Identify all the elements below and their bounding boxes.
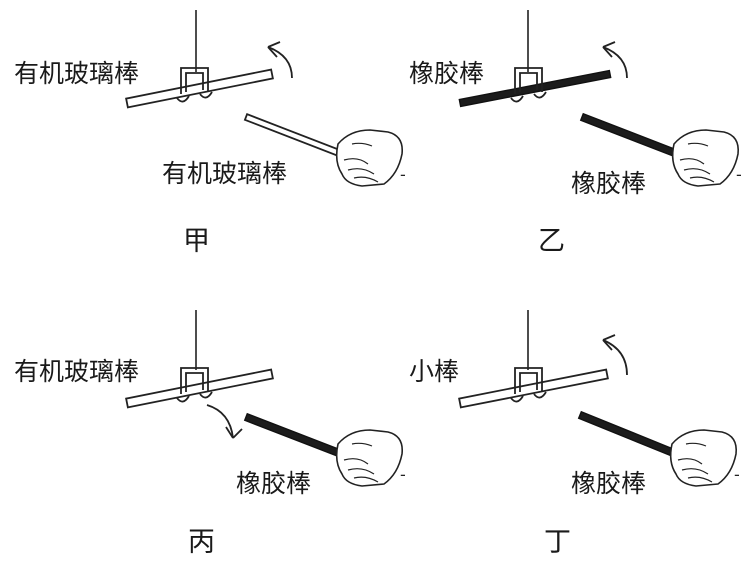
- hand: [335, 429, 404, 487]
- rod-holder: [180, 367, 209, 394]
- finger-line: [347, 468, 375, 475]
- arrow-head: [602, 41, 616, 58]
- rod-holder: [514, 67, 543, 94]
- suspended-rod: [458, 69, 612, 108]
- charge-sign: -: [400, 165, 406, 184]
- finger-line: [347, 168, 375, 175]
- rotation-arrow: [602, 46, 628, 79]
- finger-line: [343, 158, 369, 165]
- holder-loop: [510, 395, 524, 403]
- rotation-arrow: [267, 46, 293, 79]
- holder-loop: [199, 391, 213, 399]
- hand: [669, 429, 738, 487]
- finger-line: [683, 168, 711, 175]
- finger-line: [687, 476, 713, 483]
- rotation-arrow: [206, 404, 234, 439]
- rod-holder: [514, 367, 543, 394]
- charge-sign: -: [734, 465, 740, 484]
- handheld-rod-label: 有机玻璃棒: [162, 159, 287, 188]
- suspended-rod: [458, 368, 609, 409]
- finger-line: [351, 442, 373, 447]
- finger-line: [685, 442, 707, 447]
- charge-sign: -: [736, 165, 742, 184]
- suspended-rod: [125, 368, 274, 409]
- holder-loop: [176, 395, 190, 403]
- panel-caption: 丁: [544, 527, 571, 558]
- rod-holder: [180, 67, 209, 94]
- finger-line: [677, 458, 703, 465]
- holder-loop: [510, 95, 524, 103]
- suspended-rod-label: 有机玻璃棒: [14, 357, 139, 386]
- handheld-rod-label: 橡胶棒: [571, 169, 646, 198]
- holder-loop: [533, 91, 547, 99]
- panel-caption: 乙: [538, 226, 565, 257]
- suspended-rod-label: 小棒: [409, 357, 459, 386]
- finger-line: [353, 476, 379, 483]
- handheld-rod-label: 橡胶棒: [571, 469, 646, 498]
- arrow-head: [602, 334, 616, 351]
- hand: [335, 129, 404, 187]
- finger-line: [351, 142, 373, 147]
- suspended-rod-label: 橡胶棒: [409, 59, 484, 88]
- arrow-head: [225, 426, 243, 439]
- holder-loop: [199, 91, 213, 99]
- finger-line: [687, 142, 709, 147]
- suspended-rod: [125, 68, 274, 109]
- handheld-rod-label: 橡胶棒: [236, 469, 311, 498]
- hand: [671, 129, 740, 187]
- panel-caption: 甲: [183, 226, 210, 257]
- finger-line: [353, 176, 379, 183]
- holder-loop: [176, 95, 190, 103]
- finger-line: [679, 158, 705, 165]
- rotation-arrow: [602, 339, 628, 376]
- panel-caption: 丙: [188, 527, 215, 558]
- arrow-head: [267, 41, 281, 58]
- finger-line: [681, 468, 709, 475]
- suspended-rod-label: 有机玻璃棒: [14, 59, 139, 88]
- holder-loop: [533, 391, 547, 399]
- charge-sign: -: [400, 465, 406, 484]
- finger-line: [343, 458, 369, 465]
- finger-line: [689, 176, 715, 183]
